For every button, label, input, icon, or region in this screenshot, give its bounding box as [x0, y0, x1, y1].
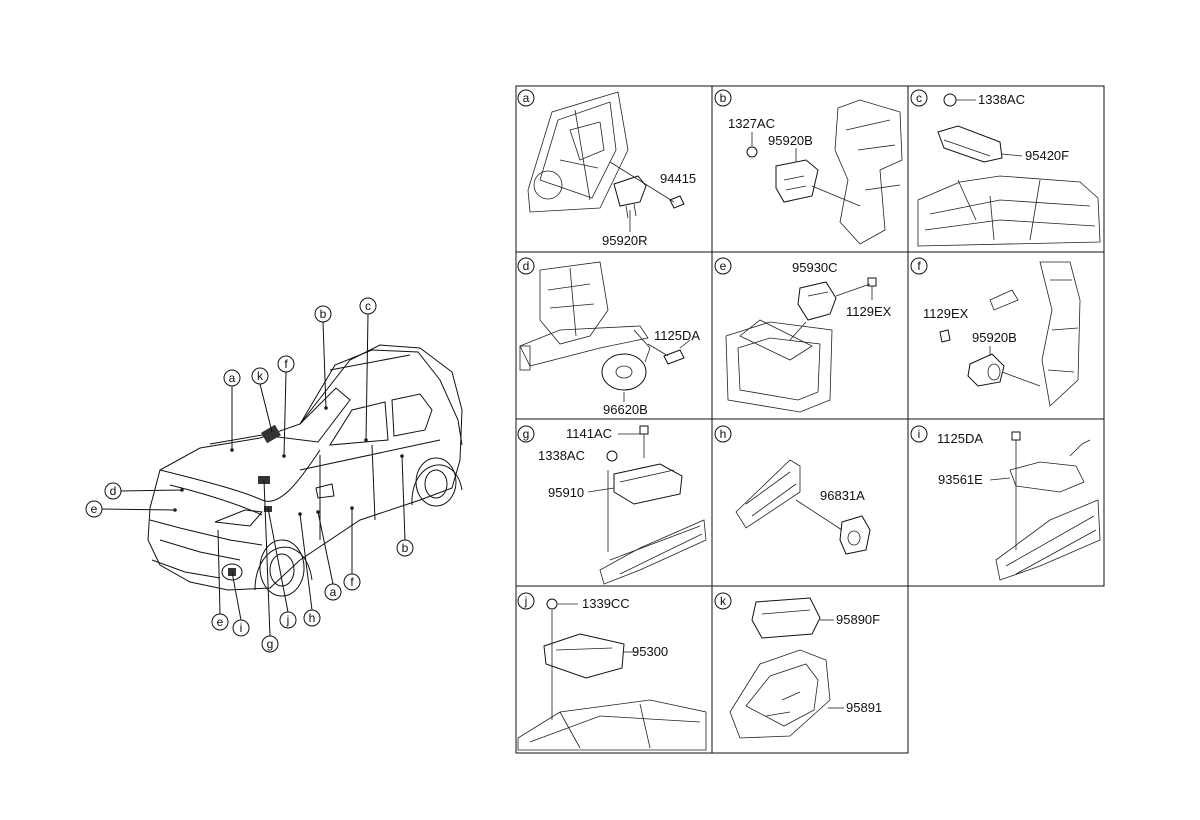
car-callout-d: d — [104, 482, 122, 500]
svg-text:1129EX: 1129EX — [846, 304, 892, 319]
car-callout-b: b — [314, 305, 332, 323]
svg-text:a: a — [229, 371, 236, 385]
car-callout-a2: a — [324, 583, 342, 601]
svg-text:a: a — [523, 91, 530, 105]
svg-text:94415: 94415 — [660, 171, 696, 186]
panel-k: k 95890F 95891 — [714, 592, 882, 739]
car-callout-i: i — [232, 619, 250, 637]
panel-f: f 1129EX 95920B — [910, 257, 1081, 407]
svg-text:96831A: 96831A — [820, 488, 865, 503]
svg-text:1339CC: 1339CC — [582, 596, 630, 611]
panel-i: i 1125DA 93561E — [910, 425, 1101, 581]
svg-text:95910: 95910 — [548, 485, 584, 500]
panel-h: h 96831A — [714, 425, 871, 555]
panel-b: b 1327AC 95920B — [714, 89, 903, 245]
svg-text:95300: 95300 — [632, 644, 668, 659]
car-callout-j: j — [279, 611, 297, 629]
car-callout-f2: f — [343, 573, 361, 591]
svg-text:c: c — [916, 91, 922, 105]
svg-text:95420F: 95420F — [1025, 148, 1069, 163]
svg-text:h: h — [309, 611, 316, 625]
car-callout-a: a — [223, 369, 241, 387]
svg-text:g: g — [267, 637, 274, 651]
panel-c: c 1338AC 95420F — [910, 89, 1101, 247]
svg-text:e: e — [91, 502, 98, 516]
car-callout-e: e — [85, 500, 103, 518]
svg-text:1327AC: 1327AC — [728, 116, 775, 131]
svg-text:i: i — [240, 621, 243, 635]
svg-text:k: k — [720, 594, 727, 608]
svg-text:1125DA: 1125DA — [654, 328, 700, 343]
svg-text:1338AC: 1338AC — [978, 92, 1025, 107]
svg-text:b: b — [320, 307, 327, 321]
svg-text:b: b — [720, 91, 727, 105]
panel-e: e 95930C 1129EX — [714, 257, 892, 413]
car-callout-e2: e — [211, 613, 229, 631]
car-callout-k: k — [251, 367, 269, 385]
svg-text:c: c — [365, 299, 371, 313]
svg-text:e: e — [217, 615, 224, 629]
svg-text:95930C: 95930C — [792, 260, 838, 275]
car-callout-f: f — [277, 355, 295, 373]
svg-text:1141AC: 1141AC — [566, 426, 612, 441]
car-callout-b2: b — [396, 539, 414, 557]
svg-text:93561E: 93561E — [938, 472, 983, 487]
panel-g: g 1141AC 1338AC 95910 — [517, 425, 707, 585]
svg-text:g: g — [523, 427, 530, 441]
car-leader-lines — [101, 313, 406, 637]
svg-text:95890F: 95890F — [836, 612, 880, 627]
svg-text:95891: 95891 — [846, 700, 882, 715]
svg-text:d: d — [523, 259, 530, 273]
svg-text:f: f — [350, 575, 354, 589]
panel-a: a 94415 95920R — [517, 89, 696, 248]
svg-text:e: e — [720, 259, 727, 273]
svg-text:j: j — [286, 613, 290, 627]
car-callout-h: h — [303, 609, 321, 627]
svg-text:f: f — [917, 259, 921, 273]
svg-text:1338AC: 1338AC — [538, 448, 585, 463]
svg-text:j: j — [524, 594, 528, 608]
svg-text:96620B: 96620B — [603, 402, 648, 417]
svg-text:b: b — [402, 541, 409, 555]
car-callout-c: c — [359, 297, 377, 315]
svg-text:a: a — [330, 585, 337, 599]
panel-j: j 1339CC 95300 — [517, 592, 707, 751]
svg-text:95920B: 95920B — [768, 133, 813, 148]
svg-text:h: h — [720, 427, 727, 441]
svg-text:1125DA: 1125DA — [937, 431, 983, 446]
svg-text:i: i — [918, 427, 921, 441]
car-callouts: a b c k f d e b f a h j g i e — [85, 297, 414, 653]
svg-text:k: k — [257, 369, 264, 383]
panel-d: d 1125DA 96620B — [517, 257, 700, 417]
car-callout-g: g — [261, 635, 279, 653]
svg-text:95920R: 95920R — [602, 233, 648, 248]
svg-text:1129EX: 1129EX — [923, 306, 969, 321]
svg-text:f: f — [284, 357, 288, 371]
svg-text:95920B: 95920B — [972, 330, 1017, 345]
vehicle-overview — [147, 344, 463, 597]
svg-text:d: d — [110, 484, 117, 498]
